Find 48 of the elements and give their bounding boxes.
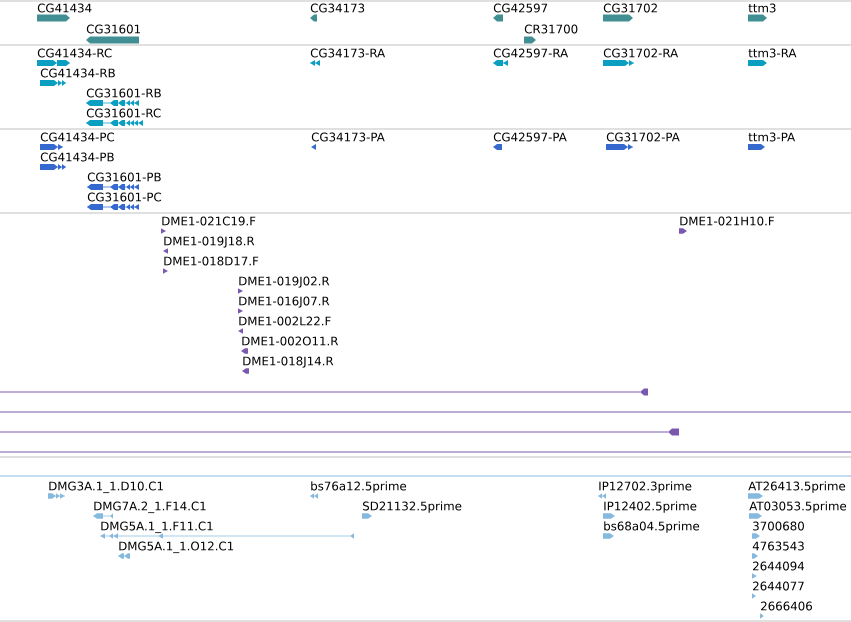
- feature-label: AT26413.5prime: [748, 481, 846, 493]
- feature-label: CG42597-PA: [494, 132, 567, 142]
- feature-label: CG31702-RA: [604, 48, 678, 58]
- feature-label: CG34173-RA: [310, 48, 386, 58]
- feature-label: 2644077: [753, 582, 804, 590]
- feature-label: DME1-019J02.R: [239, 276, 330, 288]
- feature-label: CR31700: [524, 24, 578, 34]
- feature-label: CG41434-PC: [40, 132, 114, 142]
- feature-label: CG31601-PB: [88, 172, 161, 182]
- feature-label: AT03053.5prime: [749, 501, 846, 513]
- feature-label: CG31702: [604, 4, 657, 12]
- feature-label: ttm3: [748, 4, 776, 12]
- feature-label: ttm3-RA: [748, 48, 796, 58]
- feature-label: DME1-018J14.R: [243, 356, 334, 368]
- feature-label: CG34173-PA: [312, 132, 385, 142]
- feature-label: bs68a04.5prime: [604, 521, 700, 533]
- feature-label: DMG5A.1_1.F11.C1: [101, 522, 213, 534]
- feature-label: DME1-016J07.R: [239, 296, 330, 308]
- feature-label: 2666406: [761, 602, 812, 610]
- feature-label: IP12402.5prime: [604, 501, 696, 513]
- feature-label: CG31601: [86, 24, 140, 34]
- feature-label: CG31601-RC: [86, 108, 161, 118]
- feature-label: DME1-002L22.F: [239, 316, 331, 326]
- feature-label: CG42597-RA: [494, 48, 568, 58]
- feature-label: CG41434-PB: [40, 152, 114, 162]
- feature-label: DMG7A.2_1.F14.C1: [94, 502, 206, 514]
- feature-label: 2644094: [753, 562, 804, 570]
- feature-label: DME1-018D17.F: [164, 256, 258, 266]
- feature-label: CG31601-RB: [86, 88, 161, 98]
- feature-label: CG31601-PC: [88, 192, 162, 202]
- feature-label: DMG3A.1_1.D10.C1: [49, 482, 163, 494]
- feature-label: 4763543: [752, 542, 804, 550]
- feature-label: DME1-021H10.F: [680, 216, 774, 226]
- feature-label: bs76a12.5prime: [311, 481, 406, 493]
- feature-label: ttm3-PA: [748, 132, 796, 142]
- feature-label: DME1-019J18.R: [164, 236, 254, 248]
- feature-label: CG41434-RC: [38, 48, 112, 58]
- feature-label: CG41434: [38, 4, 92, 12]
- feature-label: CG42597: [494, 4, 548, 12]
- feature-label: SD21132.5prime: [363, 501, 462, 513]
- feature-label: DME1-021C19.F: [162, 216, 256, 226]
- feature-label: 3700680: [753, 522, 804, 530]
- feature-label: DME1-002O11.R: [242, 336, 338, 346]
- feature-label: CG41434-RB: [40, 68, 115, 78]
- feature-label: CG31702-PA: [606, 132, 680, 142]
- feature-label: DMG5A.1_1.O12.C1: [119, 542, 234, 554]
- feature-label: CG34173: [310, 4, 364, 12]
- feature-label: IP12702.3prime: [599, 481, 692, 493]
